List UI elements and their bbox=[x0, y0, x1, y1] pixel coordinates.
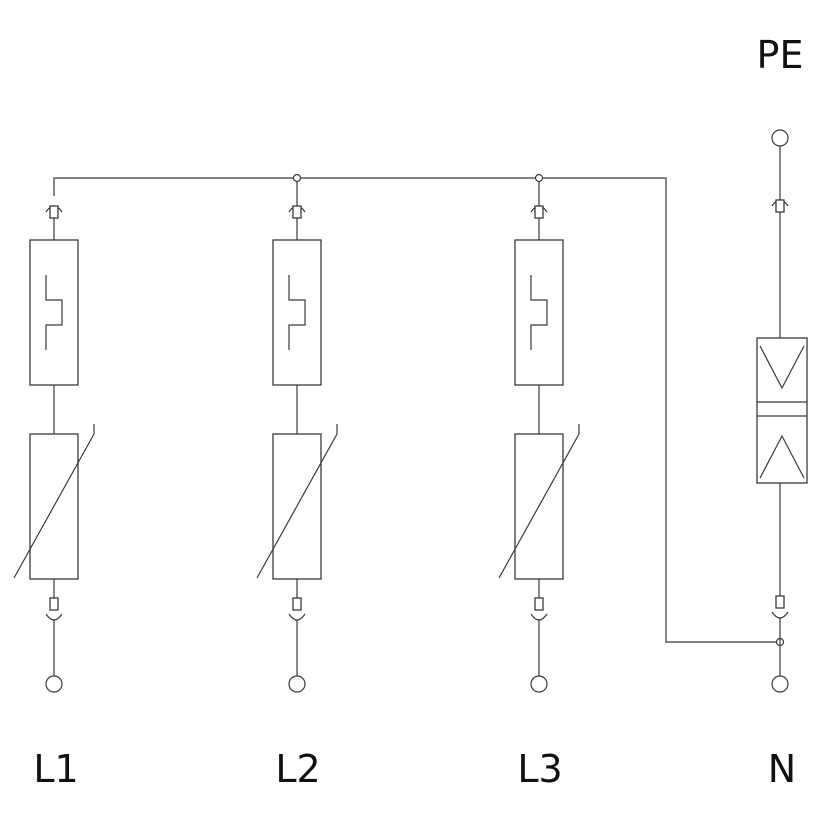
branch-n-pe bbox=[756, 129, 808, 693]
junction-dot-l3 bbox=[534, 173, 544, 183]
junction-dot-l2 bbox=[292, 173, 302, 183]
disconnector-box bbox=[514, 239, 564, 386]
label-l1: L1 bbox=[33, 747, 78, 791]
spark-gap-arrow-bottom bbox=[759, 434, 805, 479]
spark-gap-arrow-top bbox=[759, 345, 805, 390]
label-n: N bbox=[768, 747, 796, 791]
label-pe: PE bbox=[757, 33, 804, 77]
branch-l3 bbox=[498, 181, 580, 693]
terminal-n bbox=[771, 675, 789, 693]
terminal-l1 bbox=[45, 675, 63, 693]
disconnector-symbol bbox=[45, 275, 63, 350]
label-l3: L3 bbox=[517, 747, 562, 791]
terminal-l3 bbox=[530, 675, 548, 693]
varistor-slash bbox=[13, 424, 95, 579]
fuse-top bbox=[49, 205, 59, 219]
label-l2: L2 bbox=[275, 747, 320, 791]
spark-gap-box bbox=[756, 337, 808, 484]
terminal-l2 bbox=[288, 675, 306, 693]
top-bus bbox=[53, 173, 785, 647]
fuse-bottom bbox=[49, 597, 59, 611]
branch-l2 bbox=[256, 181, 338, 693]
disconnector-box bbox=[272, 239, 322, 386]
fuse-bottom-arc bbox=[45, 613, 63, 621]
terminal-pe bbox=[771, 129, 789, 147]
branch-l1 bbox=[13, 205, 95, 693]
disconnector-box bbox=[29, 239, 79, 386]
